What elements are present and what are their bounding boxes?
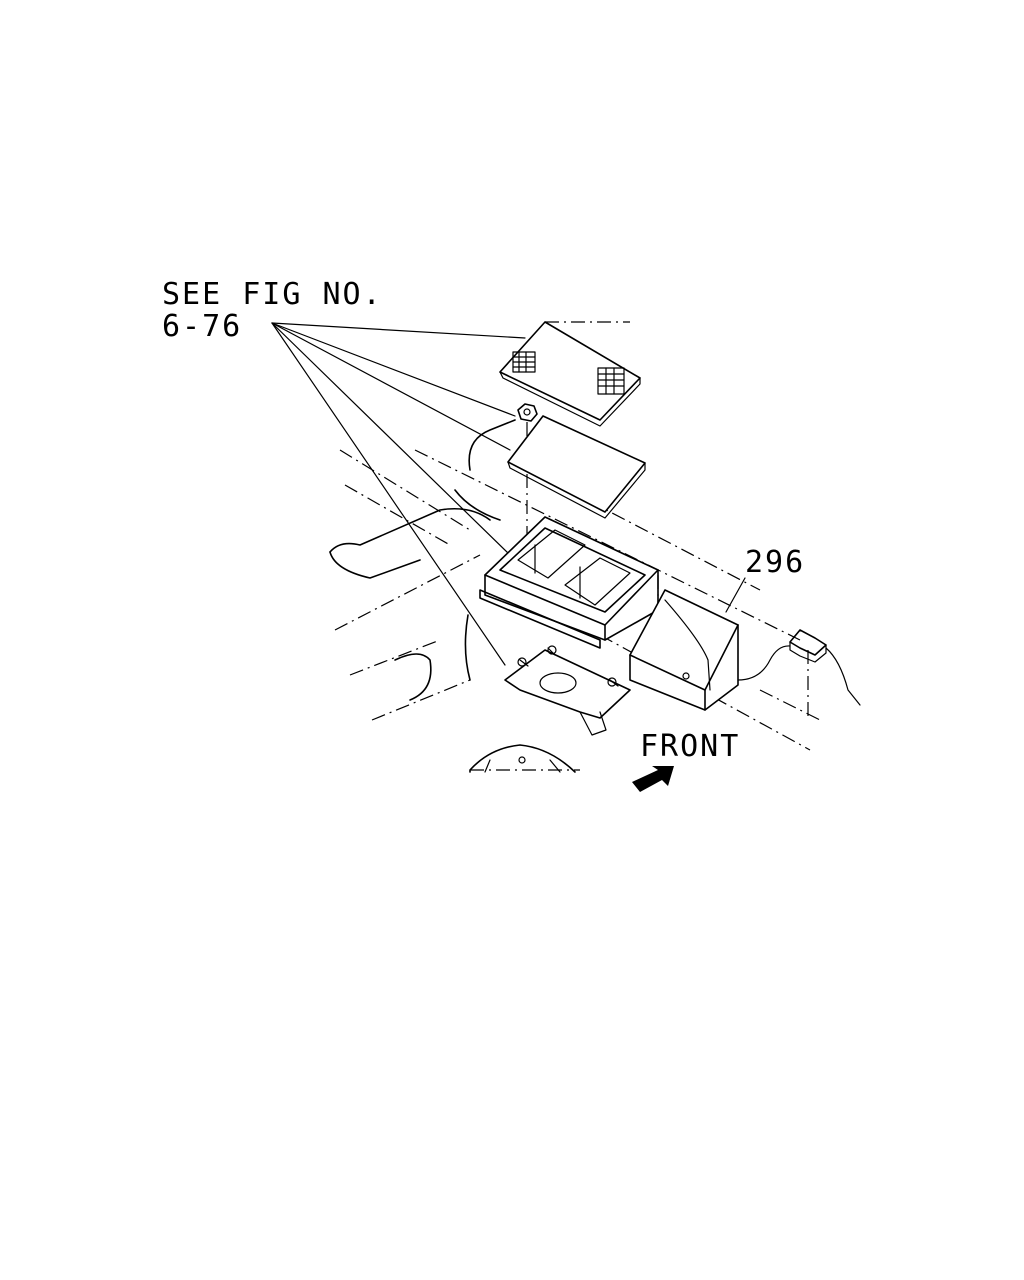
reference-leader-lines	[271, 322, 526, 666]
switch-cover-panel	[499, 321, 641, 427]
switch-grille-right	[597, 367, 625, 395]
switch-grille-left	[512, 351, 536, 373]
bracket-plate	[504, 645, 631, 736]
front-arrow-icon	[632, 766, 674, 792]
console-box	[479, 516, 662, 659]
reference-label-line1: SEE FIG NO.	[162, 277, 383, 312]
insulator-block	[629, 589, 739, 711]
pad-plate	[507, 415, 646, 519]
front-direction-label: FRONT	[640, 729, 740, 764]
part-number-label: 296	[745, 545, 805, 580]
floor-contours	[329, 419, 576, 773]
wire-clip	[737, 629, 861, 706]
part-number-leader	[725, 577, 746, 613]
reference-label-line2: 6-76	[162, 309, 242, 344]
